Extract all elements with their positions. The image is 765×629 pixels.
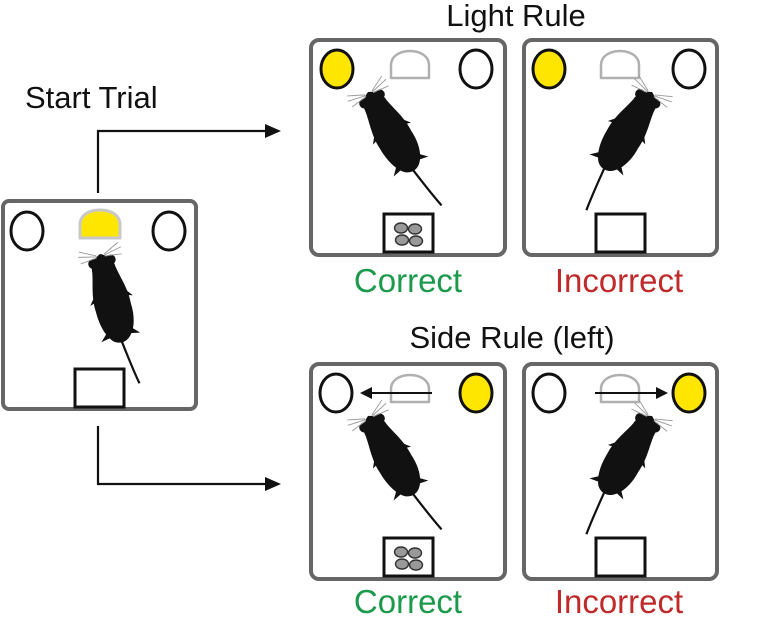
arrow-to-light-rule bbox=[96, 124, 281, 193]
light-rule-incorrect-box bbox=[522, 38, 719, 257]
food-magazine bbox=[594, 536, 647, 578]
light-rule-title: Light Rule bbox=[446, 0, 586, 33]
right-port-icon bbox=[458, 48, 494, 90]
arrow-left-icon bbox=[360, 387, 432, 399]
light-port-icon bbox=[531, 48, 567, 90]
start-trial-label: Start Trial bbox=[25, 80, 158, 115]
arrow-to-side-rule bbox=[96, 426, 281, 491]
light-rule-correct-box bbox=[309, 38, 507, 257]
side-correct-label: Correct bbox=[353, 583, 463, 620]
light-port-icon bbox=[78, 208, 122, 240]
light-port-icon bbox=[458, 372, 494, 414]
light-port-icon bbox=[319, 48, 355, 90]
arrow-right-icon bbox=[595, 387, 668, 399]
food-magazine bbox=[73, 367, 126, 409]
left-port-icon bbox=[9, 210, 45, 252]
light-port-icon bbox=[671, 372, 707, 414]
light-correct-label: Correct bbox=[353, 262, 463, 299]
left-port-icon bbox=[318, 372, 354, 414]
food-magazine bbox=[382, 536, 435, 578]
right-port-icon bbox=[671, 48, 707, 90]
side-rule-correct-box bbox=[309, 362, 507, 581]
start-trial-box bbox=[1, 199, 198, 411]
left-port-icon bbox=[531, 372, 567, 414]
food-magazine bbox=[594, 212, 647, 254]
light-incorrect-label: Incorrect bbox=[554, 262, 684, 299]
side-rule-title: Side Rule (left) bbox=[409, 320, 615, 355]
side-incorrect-label: Incorrect bbox=[554, 583, 684, 620]
right-port-icon bbox=[151, 210, 187, 252]
side-rule-incorrect-box bbox=[522, 362, 719, 581]
food-magazine bbox=[382, 212, 435, 254]
